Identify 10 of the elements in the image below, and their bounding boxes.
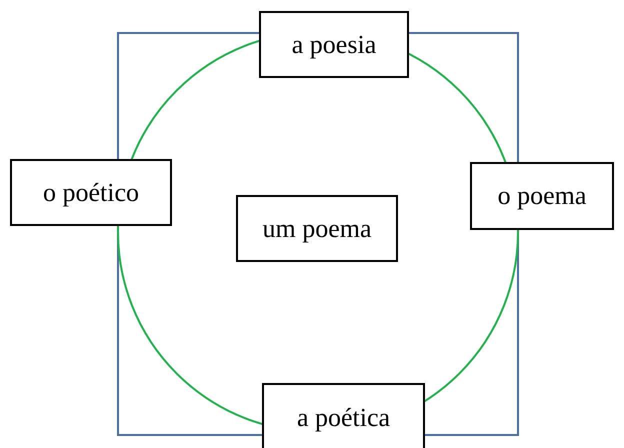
- text-box: [470, 162, 614, 230]
- node-label: a poética: [296, 403, 390, 433]
- text-box: [10, 159, 172, 226]
- node-label: um poema: [262, 214, 372, 244]
- node-label: o poema: [498, 181, 586, 211]
- text-box: [236, 195, 398, 262]
- text-box: [259, 11, 409, 78]
- node-label: a poesia: [292, 30, 376, 60]
- node-label: o poético: [42, 178, 140, 208]
- text-box: [262, 383, 425, 448]
